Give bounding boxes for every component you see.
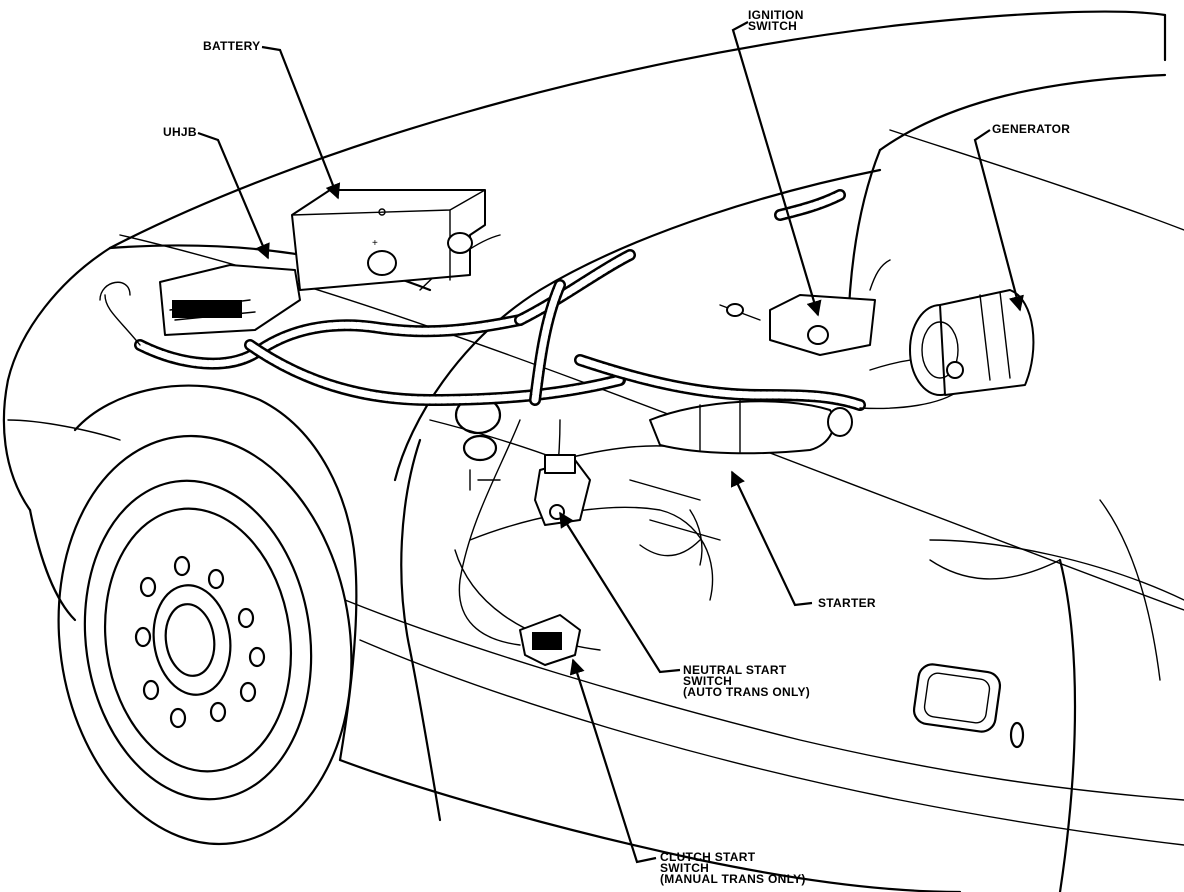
uhjb-label: UHJB [163,125,197,139]
leader-lines [197,21,1024,864]
clutch-start-switch-label-line-2: SWITCH [660,861,710,875]
uhjb-junction-box [99,264,301,336]
neutral-start-switch-component [534,454,591,526]
starter-component [649,399,853,455]
clutch-start-switch-label-line-3: (MANUAL TRANS ONLY) [660,872,806,886]
car-body-outline [2,10,1184,892]
neutral-start-switch-label: NEUTRAL START SWITCH (AUTO TRANS ONLY) [683,663,811,699]
battery-label: BATTERY [203,39,261,53]
wiring-harness [104,189,961,646]
lug-nut-holes [134,555,266,729]
generator-component [909,289,1035,396]
neutral-start-switch-label-line-1: NEUTRAL START [683,663,787,677]
clutch-start-switch-label-line-1: CLUTCH START [660,850,756,864]
clutch-start-switch-component [519,614,581,666]
ignition-switch-label: IGNITION SWITCH [748,8,804,33]
clutch-start-switch-label: CLUTCH START SWITCH (MANUAL TRANS ONLY) [660,850,806,886]
neutral-start-switch-label-line-2: SWITCH [683,674,733,688]
ignition-switch-label-line-2: SWITCH [748,19,798,33]
wheel [57,434,353,846]
generator-label: GENERATOR [992,122,1071,136]
ignition-switch-component [719,259,891,356]
ignition-switch-label-line-1: IGNITION [748,8,804,22]
starter-label: STARTER [818,596,876,610]
svg-text:+: + [372,238,378,249]
battery-component: + [291,189,486,291]
neutral-start-switch-label-line-3: (AUTO TRANS ONLY) [683,685,811,699]
